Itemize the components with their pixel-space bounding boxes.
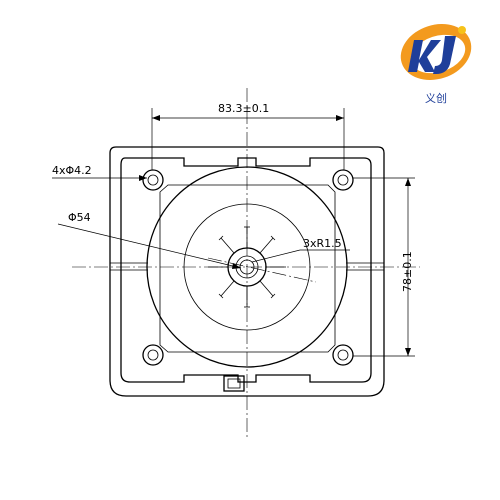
diameter-callout: Φ54	[57, 211, 242, 269]
logo-yellow-dot	[458, 26, 466, 34]
mounting-hole-top-right	[332, 169, 354, 191]
stator-outer-circle	[146, 166, 348, 368]
height-dimension-label: 78±0.1	[401, 251, 414, 292]
brand-logo: 义创	[400, 24, 472, 105]
mounting-hole-bottom-left	[142, 344, 164, 366]
inner-housing-outline	[120, 157, 372, 383]
diagonal-centerline	[207, 257, 317, 283]
logo-name: 义创	[425, 92, 447, 105]
diameter-callout-label: Φ54	[68, 211, 91, 224]
inner-plate-outline	[159, 184, 336, 353]
width-dimension: 83.3±0.1	[151, 102, 345, 170]
height-dimension: 78±0.1	[353, 177, 415, 357]
shaft-circle	[239, 259, 255, 275]
latch-detail	[223, 375, 245, 392]
width-dimension-label: 83.3±0.1	[218, 102, 269, 115]
mounting-hole-top-left	[142, 169, 164, 191]
logo-letter-k	[408, 40, 441, 72]
outer-housing-outline	[109, 146, 385, 397]
mounting-hole-bottom-right	[332, 344, 354, 366]
radius-callout-label: 3xR1.5	[303, 237, 342, 250]
hole-callout: 4xΦ4.2	[52, 164, 147, 181]
hub-spokes	[208, 226, 286, 308]
hole-callout-label: 4xΦ4.2	[52, 164, 92, 177]
stator-inner-circle	[183, 203, 311, 331]
radius-callout: 3xR1.5	[251, 237, 350, 263]
logo-letter-j	[433, 36, 456, 74]
